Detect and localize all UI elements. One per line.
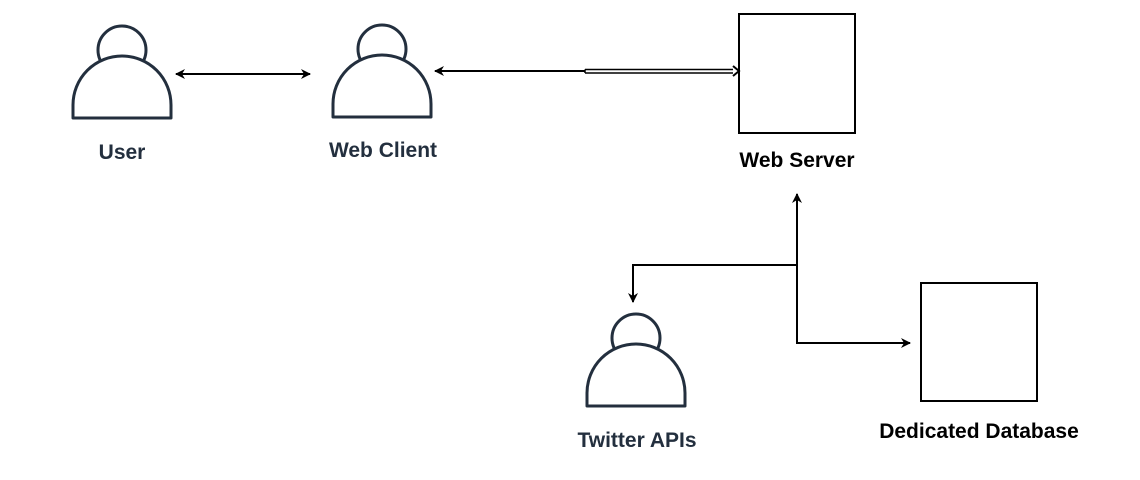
- web-client-label: Web Client: [328, 139, 438, 162]
- user-person-icon: [71, 24, 173, 120]
- web-server-label: Web Server: [739, 149, 855, 172]
- edge-web-client-web-server: [434, 65, 741, 77]
- twitter-apis-person-icon: [585, 312, 687, 408]
- user-label: User: [98, 141, 146, 164]
- twitter-apis-label: Twitter APIs: [577, 429, 697, 452]
- web-client-person-icon: [331, 23, 433, 119]
- dedicated-database-box: [920, 282, 1038, 402]
- web-server-box: [738, 13, 856, 134]
- edge-web-server-twitter-apis: [628, 193, 802, 303]
- edge-web-server-dedicated-database: [796, 265, 911, 348]
- dedicated-database-label: Dedicated Database: [879, 420, 1079, 443]
